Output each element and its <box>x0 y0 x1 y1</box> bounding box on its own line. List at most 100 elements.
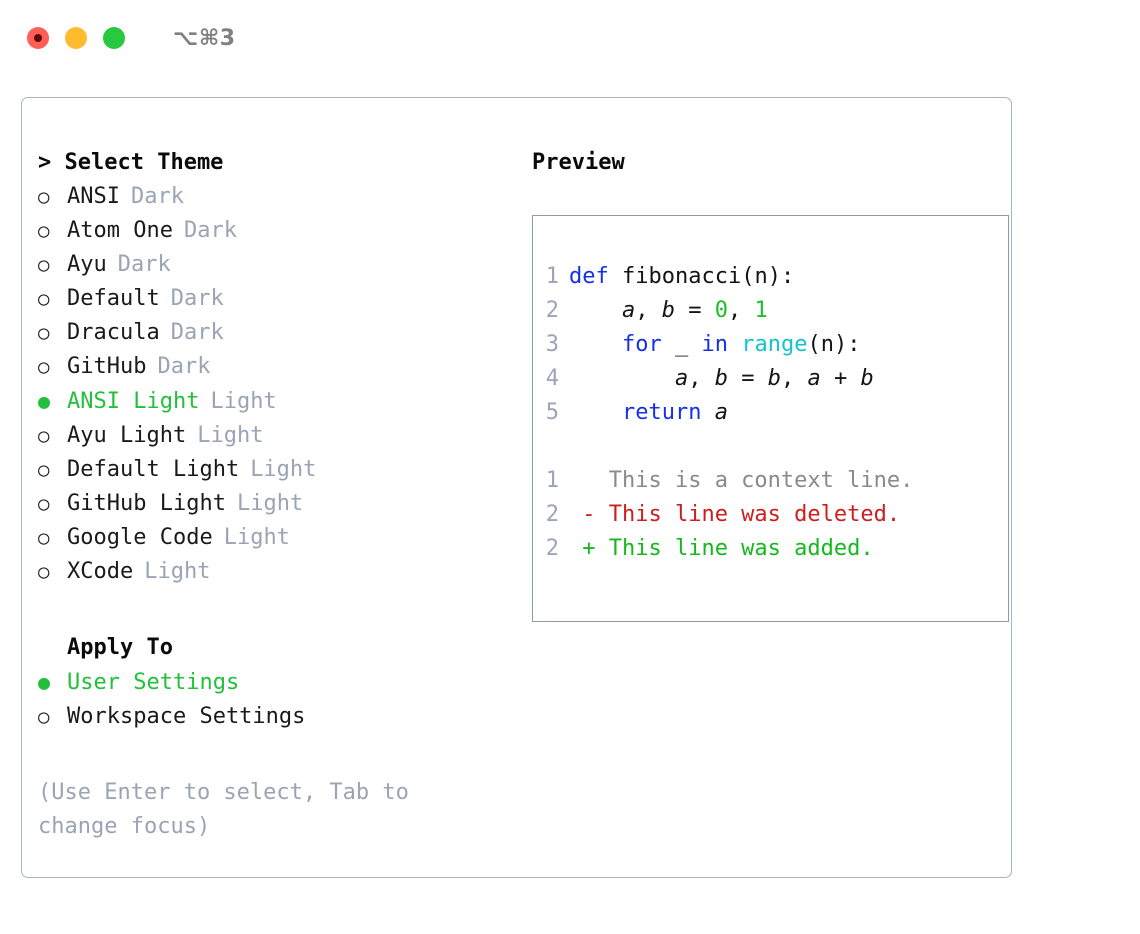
code-token-var: b <box>714 366 728 391</box>
select-theme-header: > Select Theme <box>38 150 224 175</box>
code-token-plain: (n): <box>807 332 861 357</box>
code-token-plain <box>569 366 675 391</box>
apply-to-header: Apply To <box>67 635 173 660</box>
theme-option-label: GitHub Light <box>67 491 226 516</box>
code-token-plain: (n): <box>741 264 795 289</box>
radio-selected-icon: ● <box>38 670 51 694</box>
code-token-plain: , <box>688 366 715 391</box>
apply-to-option-label: Workspace Settings <box>67 704 306 729</box>
theme-option-label: Google Code <box>67 525 213 550</box>
code-line-content: a, b = b, a + b <box>569 362 874 396</box>
code-token-kw: return <box>621 400 702 425</box>
theme-option-label: ANSI Light <box>67 389 200 414</box>
line-number: 2 <box>545 536 559 561</box>
theme-option-label: XCode <box>67 559 134 584</box>
theme-option-variant: Light <box>223 525 290 550</box>
radio-unselected-icon: ○ <box>38 322 50 344</box>
theme-option-label: Default Light <box>67 457 240 482</box>
keyboard-hint-text: (Use Enter to select, Tab to change focu… <box>38 780 409 839</box>
code-line: 5 return a <box>533 396 1008 430</box>
radio-unselected-icon: ○ <box>38 459 50 481</box>
radio-unselected-icon: ○ <box>38 356 50 378</box>
close-window-button[interactable] <box>27 27 49 49</box>
radio-unselected-icon: ○ <box>38 186 50 208</box>
code-token-builtin: range <box>741 332 808 357</box>
line-number: 2 <box>545 298 559 323</box>
code-token-plain <box>569 332 622 357</box>
theme-option-label: GitHub <box>67 354 147 379</box>
theme-option-11[interactable]: ○ XCode Light <box>38 555 492 589</box>
code-line: 2 a, b = 0, 1 <box>533 294 1008 328</box>
code-token-var: b <box>661 298 675 323</box>
code-token-var: a <box>621 298 636 323</box>
diff-line-content: + This line was added. <box>569 536 874 561</box>
code-token-plain: , <box>727 298 755 323</box>
theme-option-label: ANSI <box>67 184 120 209</box>
theme-option-variant: Light <box>250 457 317 482</box>
code-line-content: def fibonacci(n): <box>569 260 794 294</box>
code-line: 3 for _ in range(n): <box>533 328 1008 362</box>
code-token-plain: , <box>635 298 662 323</box>
apply-to-option-label: User Settings <box>67 670 240 695</box>
theme-option-variant: Light <box>144 559 211 584</box>
theme-option-variant: Light <box>210 389 277 414</box>
code-token-var: a <box>714 400 728 425</box>
theme-option-variant: Dark <box>130 184 184 209</box>
theme-option-0[interactable]: ○ ANSI Dark <box>38 180 492 214</box>
theme-option-variant: Dark <box>183 218 237 243</box>
code-token-num: 1 <box>754 298 768 323</box>
line-number: 2 <box>545 502 559 527</box>
code-token-plain <box>609 264 622 289</box>
maximize-window-button[interactable] <box>103 27 125 49</box>
code-token-plain <box>728 332 741 357</box>
minimize-window-button[interactable] <box>65 27 87 49</box>
code-spacer <box>533 430 1008 464</box>
preview-title: Preview <box>532 150 625 175</box>
apply-to-option-1[interactable]: ○ Workspace Settings <box>38 700 492 734</box>
theme-option-variant: Light <box>197 423 264 448</box>
radio-unselected-icon: ○ <box>38 706 50 728</box>
code-token-plain <box>569 400 622 425</box>
titlebar: ⌥⌘3 <box>0 0 1140 76</box>
diff-line-content: - This line was deleted. <box>569 502 901 527</box>
code-token-plain: + <box>820 366 861 391</box>
theme-option-9[interactable]: ○ GitHub Light Light <box>38 487 492 521</box>
radio-unselected-icon: ○ <box>38 288 50 310</box>
theme-option-7[interactable]: ○ Ayu Light Light <box>38 419 492 453</box>
code-token-plain: = <box>727 366 768 391</box>
code-line: 4 a, b = b, a + b <box>533 362 1008 396</box>
code-token-fn: fibonacci <box>622 264 742 289</box>
line-number: 4 <box>545 366 559 391</box>
theme-option-variant: Light <box>236 491 304 516</box>
titlebar-shortcut-label: ⌥⌘3 <box>173 25 236 51</box>
theme-option-label: Dracula <box>67 320 160 345</box>
theme-option-variant: Dark <box>170 286 224 311</box>
code-token-plain <box>569 298 622 323</box>
apply-to-option-list[interactable]: ● User Settings ○ Workspace Settings <box>38 665 492 734</box>
radio-unselected-icon: ○ <box>38 493 50 515</box>
radio-unselected-icon: ○ <box>38 220 50 242</box>
apply-to-group: Apply To ● User Settings ○ Workspace Settin… <box>38 631 492 734</box>
theme-option-8[interactable]: ○ Default Light Light <box>38 453 492 487</box>
radio-unselected-icon: ○ <box>38 561 50 583</box>
line-number: 3 <box>545 332 559 357</box>
radio-unselected-icon: ○ <box>38 425 50 447</box>
code-line-content: for _ in range(n): <box>569 328 860 362</box>
theme-option-label: Ayu Light <box>67 423 187 448</box>
apply-to-option-0[interactable]: ● User Settings <box>38 665 492 700</box>
code-token-kw: def <box>569 264 609 289</box>
